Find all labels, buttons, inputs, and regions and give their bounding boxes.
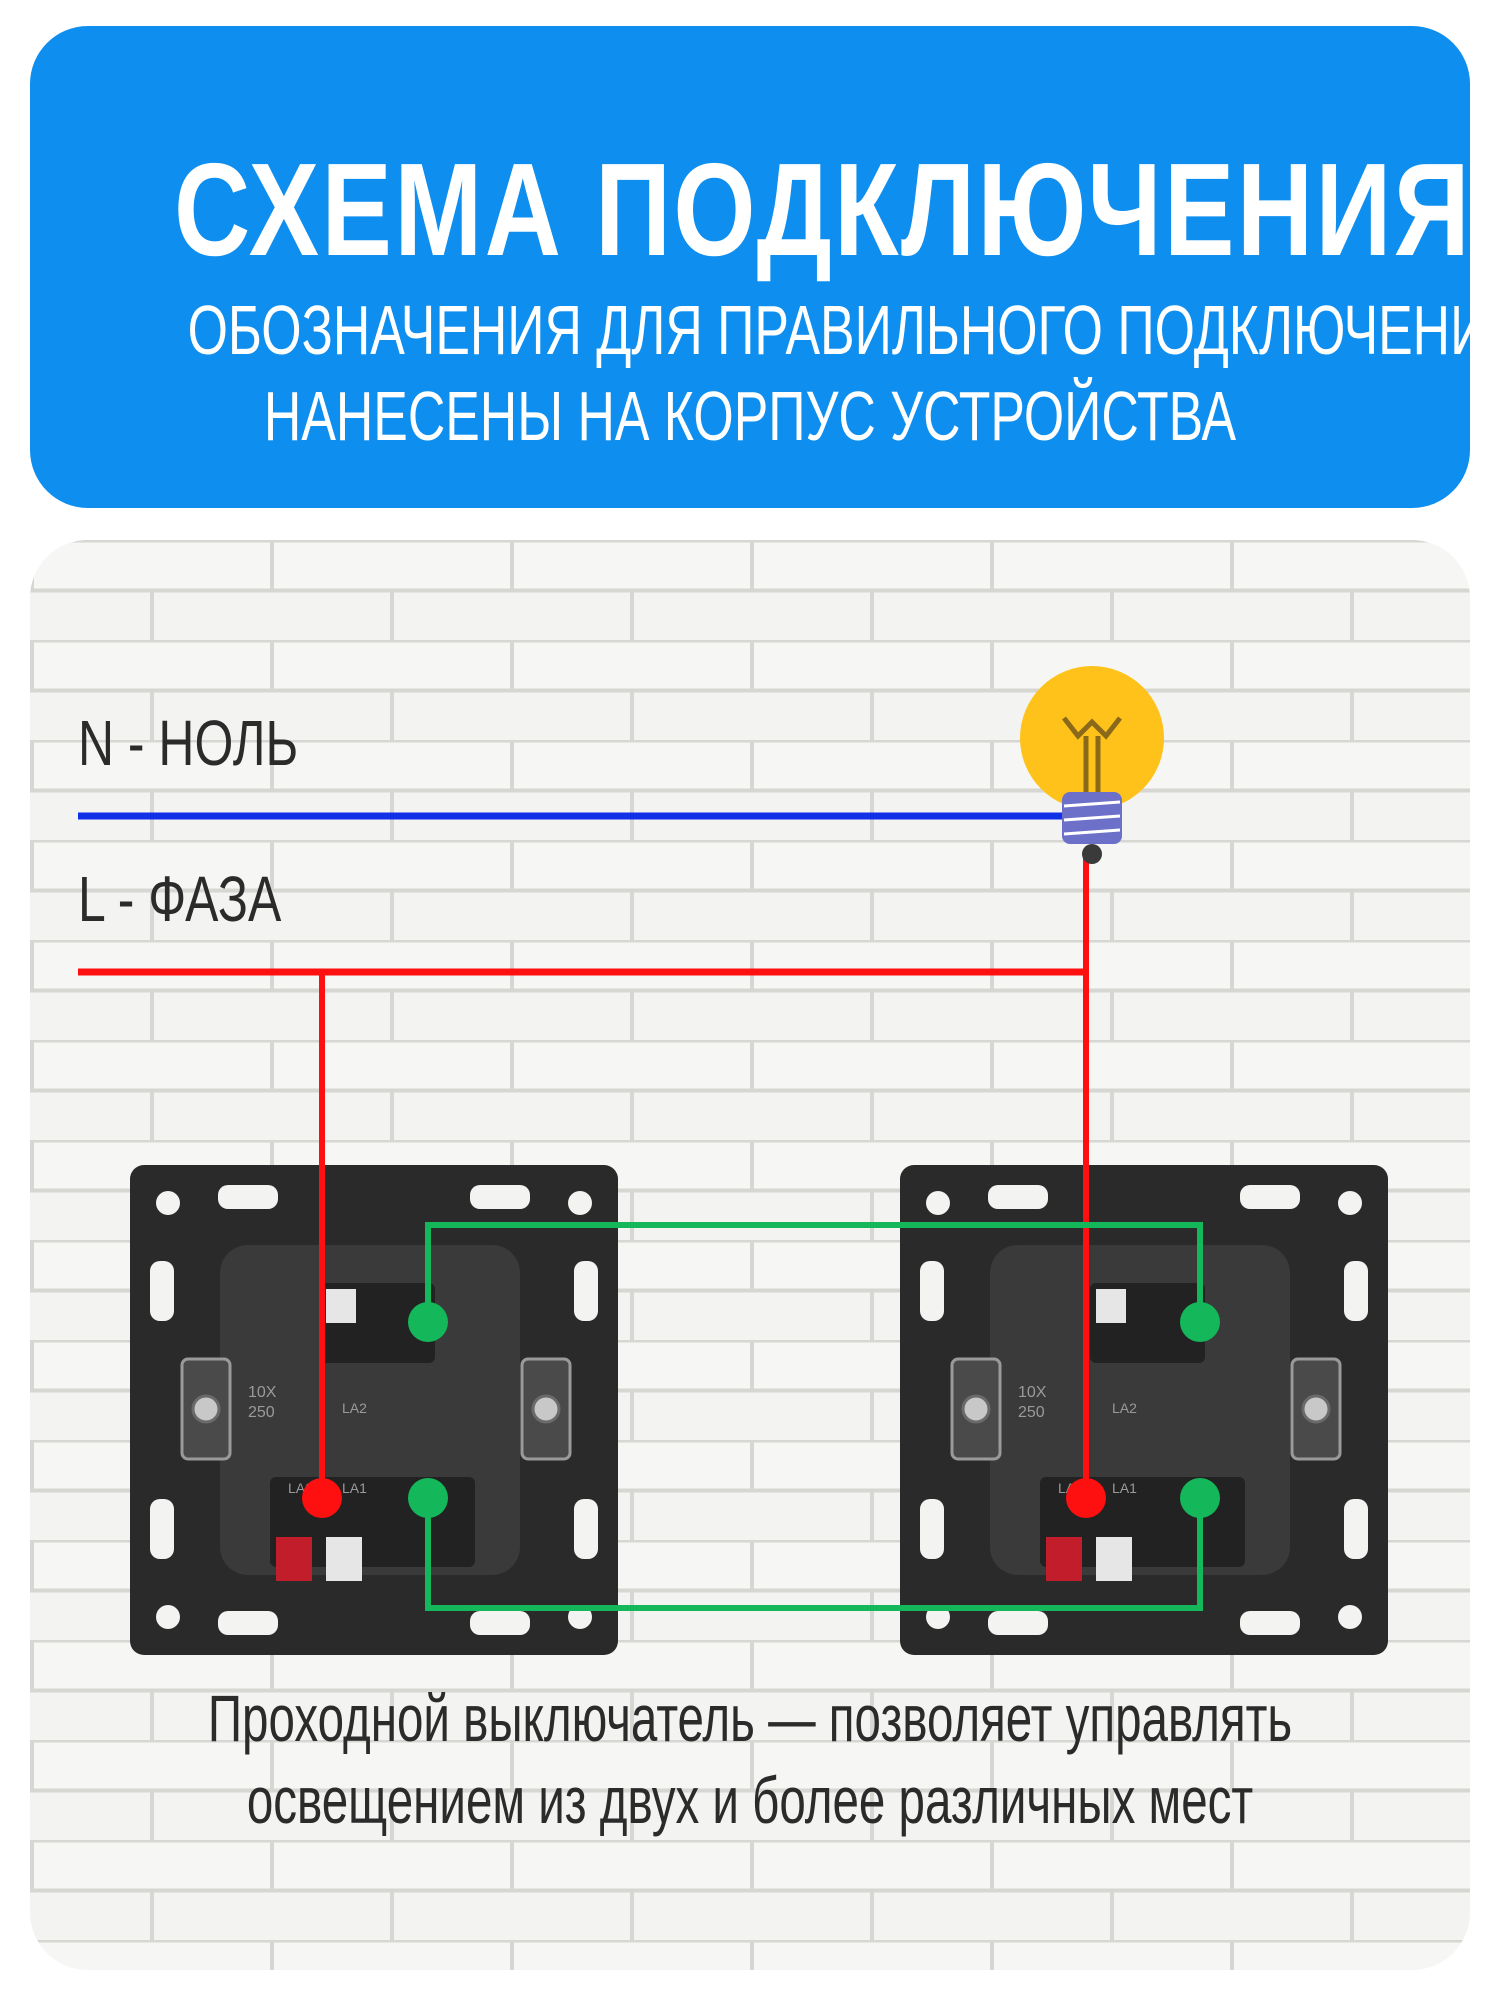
caption-line-2: освещением из двух и более различных мес…: [246, 1763, 1254, 1837]
right-la2-traveler-dot: [1180, 1302, 1220, 1342]
release-tab-la0: [276, 1537, 312, 1581]
release-tab-la1: [1096, 1537, 1132, 1581]
traveler-wire-top: [425, 1222, 1203, 1322]
page-title: СХЕМА ПОДКЛЮЧЕНИЯ: [174, 136, 1473, 283]
frame-slot: [470, 1611, 530, 1635]
frame-slot: [150, 1499, 174, 1559]
switch-right-rating-bottom: 250: [1018, 1404, 1045, 1421]
frame-hole: [926, 1191, 950, 1215]
left-la2-traveler-dot: [408, 1302, 448, 1342]
frame-slot: [1240, 1611, 1300, 1635]
frame-hole: [1338, 1605, 1362, 1629]
frame-slot: [218, 1185, 278, 1209]
release-tab-la2: [326, 1289, 356, 1323]
frame-hole: [568, 1191, 592, 1215]
right-la1-traveler-dot: [1180, 1478, 1220, 1518]
frame-slot: [988, 1185, 1048, 1209]
traveler-wire-bottom: [425, 1498, 1203, 1611]
phase-label: L - ФАЗА: [78, 863, 282, 935]
subtitle-line-1: ОБОЗНАЧЕНИЯ ДЛЯ ПРАВИЛЬНОГО ПОДКЛЮЧЕНИЯ: [187, 291, 1500, 369]
switch-left-terminal-la2: LA2: [342, 1400, 367, 1416]
frame-slot: [920, 1499, 944, 1559]
switch-left: 10X 250 LA2 LA0 LA1: [130, 1165, 618, 1655]
claw-screw-left: [961, 1394, 991, 1424]
release-tab-la2: [1096, 1289, 1126, 1323]
switch-left-rating-bottom: 250: [248, 1404, 275, 1421]
frame-slot: [988, 1611, 1048, 1635]
claw-screw-right: [1301, 1394, 1331, 1424]
frame-slot: [574, 1261, 598, 1321]
release-tab-la1: [326, 1537, 362, 1581]
switch-left-rating-top: 10X: [248, 1384, 277, 1401]
frame-slot: [1344, 1499, 1368, 1559]
wiring-diagram-panel: 10X 250 LA2 LA0 LA1: [30, 540, 1470, 1970]
frame-slot: [218, 1611, 278, 1635]
frame-slot: [920, 1261, 944, 1321]
subtitle-line-2: НАНЕСЕНЫ НА КОРПУС УСТРОЙСТВА: [263, 377, 1237, 455]
claw-screw-left: [191, 1394, 221, 1424]
switch-right-terminal-la2: LA2: [1112, 1400, 1137, 1416]
neutral-label: N - НОЛЬ: [78, 707, 299, 779]
left-la0-phase-dot: [302, 1478, 342, 1518]
frame-hole: [156, 1191, 180, 1215]
frame-slot: [1344, 1261, 1368, 1321]
wiring-diagram: 10X 250 LA2 LA0 LA1: [30, 540, 1470, 1970]
frame-slot: [574, 1499, 598, 1559]
right-la0-lamp-dot: [1066, 1478, 1106, 1518]
header-banner: СХЕМА ПОДКЛЮЧЕНИЯ ОБОЗНАЧЕНИЯ ДЛЯ ПРАВИЛ…: [30, 26, 1500, 508]
claw-screw-right: [531, 1394, 561, 1424]
caption-line-1: Проходной выключатель — позволяет управл…: [207, 1681, 1293, 1755]
switch-right: 10X 250 LA2 LA0 LA1: [900, 1165, 1388, 1655]
frame-slot: [1240, 1185, 1300, 1209]
release-tab-la0: [1046, 1537, 1082, 1581]
light-bulb-icon: [1020, 666, 1164, 864]
frame-slot: [470, 1185, 530, 1209]
frame-hole: [156, 1605, 180, 1629]
switch-left-terminal-la1: LA1: [342, 1480, 367, 1496]
left-la1-traveler-dot: [408, 1478, 448, 1518]
frame-slot: [150, 1261, 174, 1321]
switch-right-rating-top: 10X: [1018, 1384, 1047, 1401]
frame-hole: [1338, 1191, 1362, 1215]
switch-right-terminal-la1: LA1: [1112, 1480, 1137, 1496]
